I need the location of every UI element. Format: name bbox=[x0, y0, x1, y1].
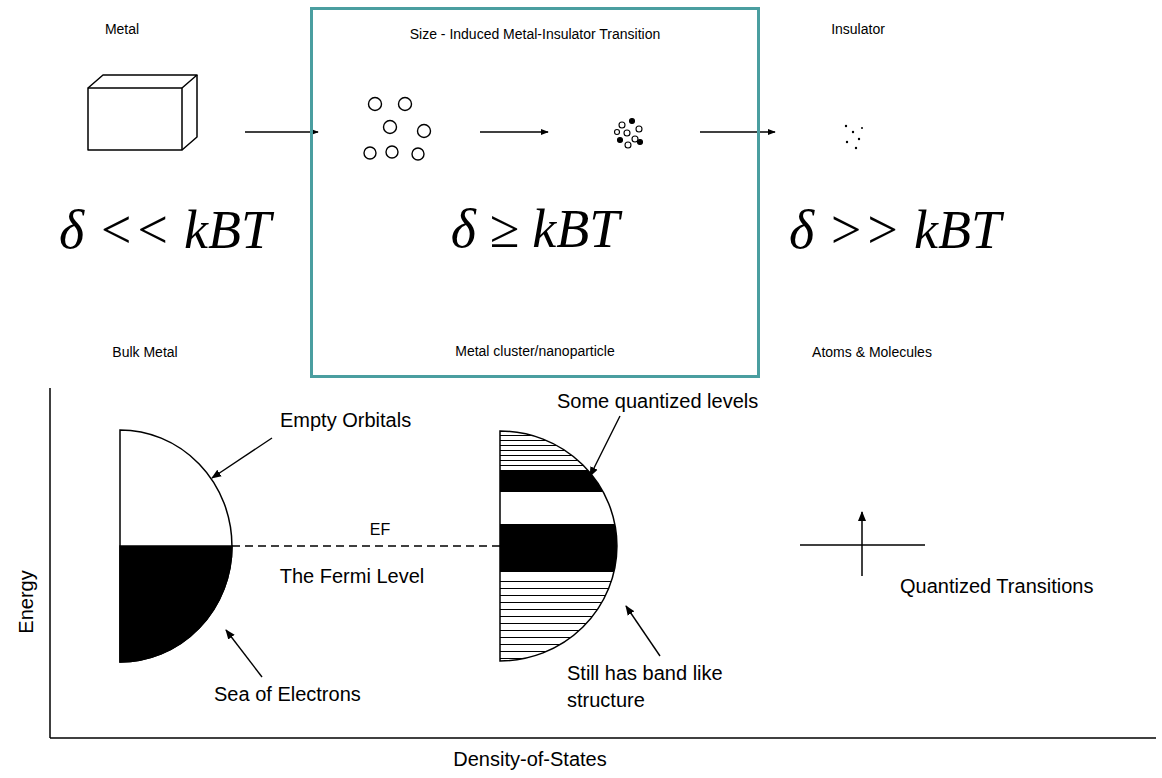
metal-cube bbox=[88, 75, 197, 88]
cluster-dos bbox=[500, 431, 617, 661]
column-heading: Insulator bbox=[831, 21, 885, 38]
formula: δ ≥ kBT bbox=[313, 198, 757, 260]
leader-arrow bbox=[212, 416, 660, 677]
annotation: Empty Orbitals bbox=[280, 408, 411, 432]
atom-dots bbox=[846, 141, 848, 143]
small-cluster bbox=[624, 130, 630, 136]
annotation: Some quantized levels bbox=[557, 389, 758, 413]
axis-label: Density-of-States bbox=[453, 747, 606, 771]
annotation: Quantized Transitions bbox=[900, 574, 1093, 598]
axis-label: Density-of-States bbox=[453, 747, 606, 771]
leader-arrow bbox=[212, 438, 272, 478]
nanoparticle-cluster bbox=[386, 146, 398, 158]
annotation: Some quantized levels bbox=[557, 389, 758, 413]
column-heading: Metal bbox=[105, 21, 139, 38]
nanoparticle-cluster bbox=[364, 98, 431, 161]
fermi-symbol: EF bbox=[367, 520, 393, 539]
leader-arrow bbox=[226, 630, 262, 677]
small-cluster bbox=[630, 119, 635, 124]
cluster-dos bbox=[500, 524, 620, 572]
process-arrow bbox=[480, 131, 548, 133]
bulk-dos bbox=[120, 546, 232, 662]
annotation: Sea of Electrons bbox=[214, 682, 361, 706]
leader-arrow bbox=[590, 416, 620, 476]
region-box: Size - Induced Metal-Insulator Transitio… bbox=[310, 7, 760, 378]
nanoparticle-cluster bbox=[412, 148, 424, 160]
process-arrow bbox=[245, 131, 318, 133]
formula: δ >> kBT bbox=[789, 198, 1001, 263]
small-cluster bbox=[625, 142, 631, 148]
transition-symbol bbox=[800, 512, 925, 576]
atom-dots bbox=[845, 125, 847, 127]
column-caption: Atoms & Molecules bbox=[812, 344, 932, 361]
small-cluster bbox=[618, 138, 623, 143]
leader-arrow bbox=[626, 606, 660, 656]
column-heading: Metal bbox=[105, 20, 139, 38]
formula: δ >> kBT bbox=[789, 198, 1001, 263]
transition-heading: Size - Induced Metal-Insulator Transitio… bbox=[313, 26, 757, 42]
column-caption: Bulk Metal bbox=[112, 343, 177, 361]
nanoparticle-cluster bbox=[418, 125, 431, 138]
bulk-dos bbox=[120, 430, 232, 662]
process-arrow bbox=[700, 131, 775, 133]
formula: δ << kBT bbox=[59, 198, 271, 263]
annotation: Empty Orbitals bbox=[280, 408, 411, 432]
fermi-symbol: EF bbox=[367, 520, 393, 539]
axes bbox=[50, 737, 1156, 739]
small-cluster bbox=[615, 119, 643, 149]
nanoparticle-cluster bbox=[364, 147, 376, 159]
fermi-line bbox=[232, 546, 500, 547]
nanoparticle-cluster bbox=[369, 98, 382, 111]
atom-dots bbox=[845, 125, 863, 149]
column-heading: Insulator bbox=[831, 20, 885, 38]
annotation: Sea of Electrons bbox=[214, 682, 361, 706]
axes bbox=[50, 388, 1156, 738]
small-cluster bbox=[638, 140, 643, 145]
annotation: Still has band like structure bbox=[567, 660, 767, 714]
cluster-dos bbox=[500, 431, 620, 663]
bulk-dos bbox=[120, 430, 232, 662]
column-caption: Metal cluster/nanoparticle bbox=[313, 343, 757, 359]
metal-cube bbox=[88, 75, 197, 150]
axes bbox=[49, 388, 51, 738]
small-cluster bbox=[615, 130, 620, 135]
atom-dots bbox=[855, 147, 857, 149]
metal-cube bbox=[88, 88, 182, 150]
small-cluster bbox=[619, 122, 625, 128]
annotation: Quantized Transitions bbox=[900, 574, 1093, 598]
fermi-line bbox=[232, 545, 500, 546]
formula: δ << kBT bbox=[59, 198, 271, 263]
column-caption: Atoms & Molecules bbox=[812, 343, 932, 361]
process-arrow bbox=[245, 131, 775, 133]
atom-dots bbox=[861, 127, 863, 129]
transition-symbol bbox=[861, 512, 863, 576]
annotation: The Fermi Level bbox=[280, 564, 425, 588]
nanoparticle-cluster bbox=[384, 121, 397, 134]
axis-label: Energy bbox=[14, 570, 38, 633]
annotation: The Fermi Level bbox=[280, 564, 425, 588]
cluster-dos bbox=[500, 433, 620, 663]
small-cluster bbox=[636, 126, 642, 132]
cluster-dos bbox=[500, 575, 620, 663]
atom-dots bbox=[858, 138, 860, 140]
atom-dots bbox=[852, 131, 854, 133]
annotation: Still has band like structure bbox=[567, 660, 767, 714]
axis-label: Energy bbox=[14, 570, 38, 633]
nanoparticle-cluster bbox=[399, 98, 412, 111]
column-caption: Bulk Metal bbox=[112, 344, 177, 361]
metal-cube bbox=[182, 75, 197, 150]
